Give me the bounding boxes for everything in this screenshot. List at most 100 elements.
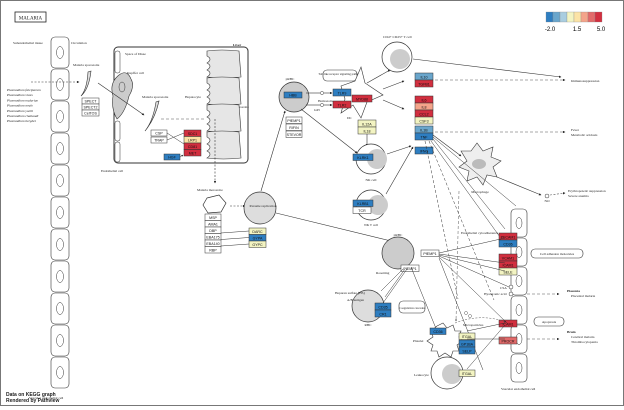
gene-label: TLR2 <box>338 103 347 107</box>
gene-box-icam1[interactable]: ICAM1 <box>498 260 518 269</box>
gene-label: RIFIN <box>289 126 299 130</box>
hepatocyte-cell <box>206 130 242 160</box>
gene-box-eba175[interactable]: EBA175 <box>204 233 222 241</box>
gene-box-cd36[interactable]: CD36 <box>429 327 447 335</box>
gene-box-cd81[interactable]: CD81 <box>183 142 202 150</box>
gene-box-gypc[interactable]: GYPC <box>248 240 267 248</box>
gene-box-tlr2[interactable]: TLR2 <box>332 100 352 109</box>
gene-box-tnf[interactable]: TNF <box>414 132 434 141</box>
gene-box-rifin[interactable]: RIFIN <box>285 123 303 131</box>
sporozoite-liver-icon <box>144 100 160 132</box>
label-brain: Brain <box>567 330 576 334</box>
apoptosis-link[interactable] <box>533 316 565 327</box>
gene-box-sele[interactable]: SELE <box>498 267 518 276</box>
gene-box-vcam1[interactable]: VCAM1 <box>498 253 518 262</box>
cell-adhesion-link[interactable] <box>530 248 584 259</box>
species-item: Plasmodium chabaudi <box>6 114 38 118</box>
gene-box-sdc1[interactable]: SDC1 <box>183 129 202 137</box>
gene-box-tgfb1[interactable]: TGFB1 <box>414 79 434 88</box>
gene-box-pfemp1[interactable]: PfEMP1 <box>420 249 440 257</box>
endothelial-cell <box>50 132 70 165</box>
gene-box-procr[interactable]: PROCR <box>498 336 518 345</box>
gene-label: IFNG <box>420 149 429 153</box>
label-kupffer: Kupffer cell <box>127 71 144 75</box>
gene-box-tcr[interactable]: TCR <box>352 206 372 214</box>
gene-box-msp[interactable]: MSP <box>204 213 222 221</box>
color-legend <box>545 11 603 23</box>
gene-label: HGF <box>168 155 176 159</box>
gene-box-selp[interactable]: SELP <box>458 346 476 355</box>
gene-box-il10[interactable]: IL10 <box>414 72 434 81</box>
gene-box-itgal[interactable]: ITGAL <box>458 332 476 340</box>
gene-label: IL10 <box>421 75 428 79</box>
gene-label: GYPA <box>253 236 263 240</box>
gene-box-cr1[interactable]: CR1 <box>374 309 392 318</box>
gene-box-ifng[interactable]: IFNG <box>414 146 434 155</box>
title-box[interactable]: MALARIA <box>14 11 47 23</box>
endothelial-cell <box>50 68 70 101</box>
gene-box-darc[interactable]: DARC <box>248 227 267 235</box>
gene-label: EBA140 <box>206 242 219 246</box>
gene-label: IL1B <box>420 128 428 132</box>
gene-label: LRP1 <box>188 138 197 142</box>
gene-box-klrk1[interactable]: KLRK1 <box>352 153 374 161</box>
gene-label: PROCR <box>502 339 515 343</box>
endothelial-cell <box>50 196 70 229</box>
species-item: Plasmodium ovale <box>6 104 33 108</box>
gene-box-il8[interactable]: IL8 <box>414 102 434 111</box>
gene-box-il18[interactable]: IL18 <box>357 126 377 135</box>
gene-label: KLRK1 <box>357 156 368 160</box>
gene-label: ITGAL <box>462 372 472 376</box>
gene-box-hbb[interactable]: HBB <box>283 91 303 99</box>
gene-label: TNF <box>421 135 429 139</box>
legend-swatch <box>580 11 589 23</box>
gene-box-stevor[interactable]: STEVOR <box>285 130 303 138</box>
endothelial-column-left <box>50 36 70 389</box>
gene-box-klrb1[interactable]: KLRB1 <box>352 199 374 207</box>
label-coagulation: Coagulation cascades <box>399 306 426 310</box>
gene-box-itgal[interactable]: ITGAL <box>458 369 476 377</box>
gene-box-il12a[interactable]: IL12A <box>357 119 377 128</box>
gene-box-icam1[interactable]: ICAM1 <box>498 319 518 328</box>
gene-box-ccl2[interactable]: CCL2 <box>414 109 434 118</box>
gene-box-ama1[interactable]: AMA1 <box>204 220 222 228</box>
label-gpi: GPI <box>314 108 320 112</box>
gene-box-gypa[interactable]: GYPA <box>248 234 267 242</box>
gene-box-il1b[interactable]: IL1B <box>414 125 434 134</box>
gene-box-tlr9[interactable]: TLR9 <box>332 88 352 97</box>
endothelial-cell <box>510 353 528 383</box>
gene-label: CSF3 <box>419 119 428 123</box>
gene-box-pfemp1[interactable]: PfEMP1 <box>400 264 420 272</box>
label-heparan: Heparan sulfate (HS) <box>335 291 366 295</box>
gene-label: MET <box>189 151 197 155</box>
gene-box-met[interactable]: MET <box>183 149 202 157</box>
gene-box-cd36[interactable]: CD36 <box>498 239 518 248</box>
coagulation-link[interactable] <box>398 300 426 314</box>
label-ab-antigen: A/B antigen <box>347 298 364 302</box>
gene-box-myd88[interactable]: MYD88 <box>351 94 373 103</box>
gene-box-spect[interactable]: SPECT <box>81 97 100 105</box>
hepatocyte-cell <box>206 49 242 79</box>
gene-box-il6[interactable]: IL6 <box>414 95 434 104</box>
gene-box-lrp1[interactable]: LRP1 <box>183 136 202 144</box>
gene-box-hgf[interactable]: HGF <box>163 153 181 161</box>
gene-box-pfemp1[interactable]: PfEMP1 <box>285 116 303 124</box>
tlr-pathway-link[interactable] <box>322 69 358 82</box>
endothelial-cell <box>510 295 528 325</box>
gene-box-rbp[interactable]: RBP <box>204 246 222 254</box>
gene-box-dbp[interactable]: DBP <box>204 226 222 234</box>
gene-box-eba140[interactable]: EBA140 <box>204 239 222 247</box>
gene-label: ICAM1 <box>503 322 514 326</box>
gene-box-celtos[interactable]: CelTOS <box>81 109 100 117</box>
gene-box-csp[interactable]: CSP <box>150 129 168 137</box>
gene-box-trap[interactable]: TRAP <box>150 136 168 144</box>
gene-box-csf3[interactable]: CSF3 <box>414 116 434 125</box>
label-microparticles: Microparticles <box>463 323 484 327</box>
gene-box-gp1ba[interactable]: GP1BA <box>458 339 476 348</box>
label-parasite-replication: Parasite replication <box>250 204 277 208</box>
gene-box-cd35[interactable]: CD35 <box>374 302 392 311</box>
gene-label: CSP <box>155 131 163 135</box>
gene-box-spect2[interactable]: SPECT2 <box>81 103 100 111</box>
label-endothelial: Endothelial cell <box>101 169 123 173</box>
